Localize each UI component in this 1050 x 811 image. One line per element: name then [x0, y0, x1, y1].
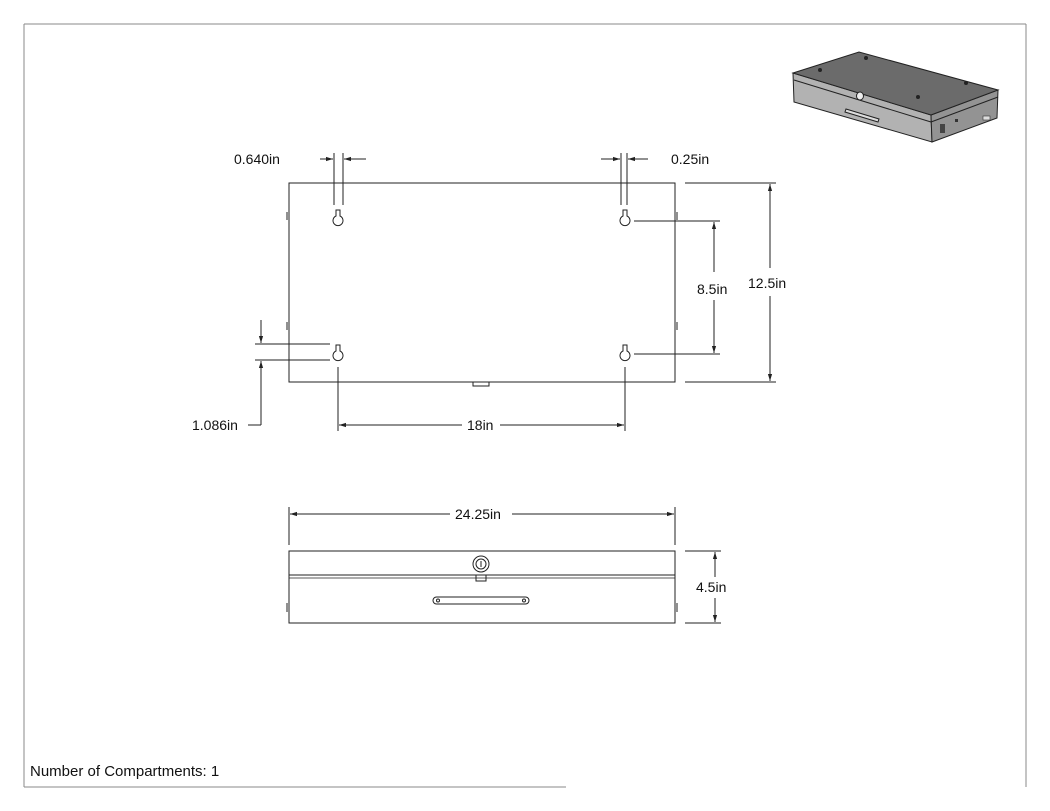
dim-label-hole-offset-bottom: 1.086in: [192, 417, 238, 433]
iso-hole-icon: [916, 95, 920, 99]
dim-label-overall-width: 24.25in: [455, 506, 501, 522]
keyhole-bottom-left-icon: [332, 344, 344, 361]
dim-hole-offset-left: [320, 153, 366, 205]
keyhole-top-left-icon: [332, 209, 344, 226]
dim-label-hole-offset-left: 0.640in: [234, 151, 280, 167]
dim-hole-spacing-horizontal: [337, 367, 626, 431]
iso-lock-icon: [856, 91, 864, 101]
keyhole-bottom-right-icon: [619, 344, 631, 361]
iso-hole-icon: [864, 56, 868, 60]
dim-label-overall-height: 4.5in: [696, 579, 726, 595]
dim-label-hole-spacing-vertical: 8.5in: [697, 281, 727, 297]
drawer-handle-icon: [432, 596, 530, 605]
dim-label-hole-spacing-horizontal: 18in: [467, 417, 493, 433]
iso-handle-icon: [844, 108, 880, 123]
dim-hole-spacing-vertical: [634, 220, 720, 355]
compartments-label: Number of Compartments: 1: [30, 763, 219, 780]
top-view: [286, 182, 678, 387]
dim-hole-offset-bottom: [248, 320, 330, 426]
front-view-outline: [288, 550, 676, 624]
iso-hole-icon: [964, 81, 968, 85]
top-view-outline: [288, 182, 676, 383]
iso-top-face: [791, 51, 1000, 116]
iso-hole-icon: [818, 68, 822, 72]
dim-label-overall-depth: 12.5in: [748, 275, 786, 291]
dim-overall-depth: [685, 182, 776, 383]
front-view: [286, 550, 678, 624]
lock-icon: [472, 555, 490, 582]
dim-hole-offset-right: [601, 153, 648, 205]
keyhole-top-right-icon: [619, 209, 631, 226]
sheet-frame: [23, 23, 1027, 788]
dim-overall-width: [288, 507, 676, 545]
isometric-preview: [791, 51, 1000, 143]
dim-label-hole-offset-right: 0.25in: [671, 151, 709, 167]
dim-overall-height: [685, 550, 721, 624]
